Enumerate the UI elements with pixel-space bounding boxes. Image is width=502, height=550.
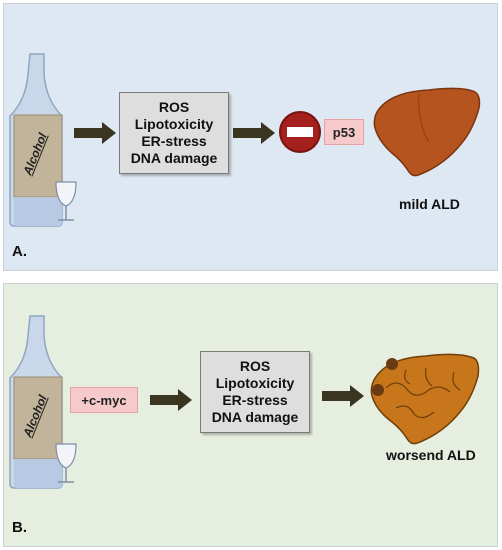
damaged-liver-icon — [370, 353, 480, 445]
box-line: Lipotoxicity — [215, 375, 295, 391]
panel-b-label: B. — [12, 519, 27, 536]
arrow-1-icon — [150, 389, 192, 411]
stress-box-a: ROS Lipotoxicity ER-stress DNA damage — [119, 92, 229, 174]
panel-a: Alcohol ROS Lipotoxicity ER-stress DNA d… — [3, 3, 498, 271]
outcome-a: mild ALD — [399, 196, 460, 212]
box-line: ER-stress — [141, 133, 207, 149]
box-line: DNA damage — [130, 150, 218, 166]
panel-a-label: A. — [12, 243, 27, 260]
p53-tag: p53 — [324, 119, 364, 145]
arrow-1-icon — [74, 122, 116, 144]
box-line: ER-stress — [222, 392, 288, 408]
arrow-2-icon — [322, 385, 364, 407]
outcome-b: worsend ALD — [386, 447, 476, 463]
box-line: ROS — [158, 99, 190, 115]
c-myc-tag: +c-myc — [70, 387, 138, 413]
box-line: DNA damage — [211, 409, 299, 425]
panel-b: Alcohol +c-myc ROS Lipotoxicity ER-stres… — [3, 283, 498, 547]
box-line: Lipotoxicity — [134, 116, 214, 132]
box-line: ROS — [239, 358, 271, 374]
inhibit-icon — [279, 111, 321, 153]
arrow-2-icon — [233, 122, 275, 144]
stress-box-b: ROS Lipotoxicity ER-stress DNA damage — [200, 351, 310, 433]
liver-icon — [373, 87, 481, 177]
alcohol-bottle-icon — [9, 315, 77, 489]
alcohol-bottle-icon — [9, 53, 77, 227]
